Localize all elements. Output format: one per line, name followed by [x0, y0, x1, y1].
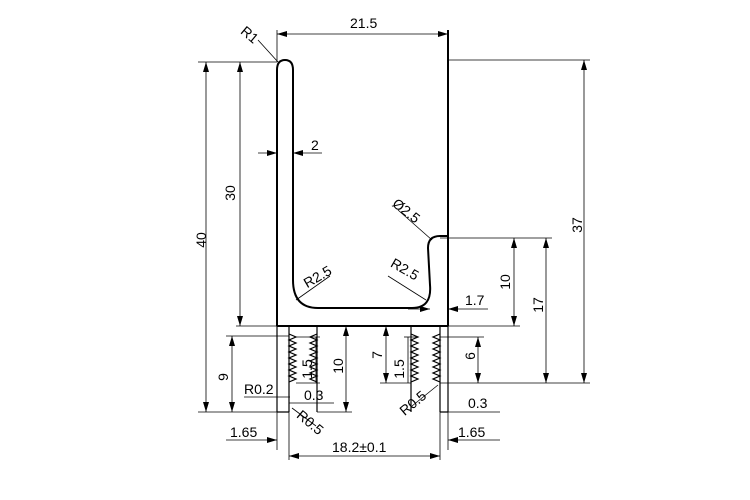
dim-r0-2: R0.2	[244, 381, 290, 398]
label-height-30: 30	[222, 185, 238, 201]
dim-height-10-right: 10	[440, 237, 520, 327]
dim-1-7: 1.7	[408, 292, 488, 312]
label-height-10-right: 10	[497, 274, 513, 290]
dim-width-top: 21.5	[276, 15, 448, 62]
label-width-top: 21.5	[350, 15, 377, 31]
profile-outline	[276, 30, 449, 327]
dim-height-6: 6	[440, 336, 484, 383]
dim-1-65-right: 1.65	[447, 412, 500, 450]
dim-r0-5-left: R0.5	[291, 407, 327, 438]
label-height-9: 9	[215, 373, 231, 381]
dim-r2-5-right: R2.5	[387, 255, 427, 301]
label-1-5-right: 1.5	[391, 359, 407, 379]
label-height-10-low: 10	[330, 358, 346, 374]
label-r0-2: R0.2	[244, 381, 274, 397]
dim-1-65-left: 1.65	[226, 412, 290, 460]
dim-height-30: 30	[222, 62, 277, 327]
dim-18-2: 18.2±0.1	[289, 412, 441, 460]
dim-1-5-right: 1.5	[391, 336, 418, 383]
label-1-65-right: 1.65	[458, 424, 485, 440]
dim-height-7: 7	[369, 325, 411, 384]
dim-0-3-left: 0.3	[289, 387, 334, 404]
label-r2-5-left: R2.5	[301, 262, 335, 291]
label-height-37: 37	[569, 217, 585, 233]
label-r1: R1	[238, 23, 262, 47]
label-r0-5-left: R0.5	[294, 407, 327, 438]
dim-0-3-right: 0.3	[440, 395, 500, 413]
dim-r2-5-left: R2.5	[295, 262, 335, 301]
label-r0-5-right: R0.5	[396, 387, 429, 418]
label-height-7: 7	[369, 351, 385, 359]
label-phi-2-5: Ø2.5	[389, 195, 423, 226]
dim-height-37: 37	[440, 59, 590, 384]
label-1-7: 1.7	[465, 292, 485, 308]
dim-wall-2: 2	[258, 137, 322, 156]
dim-1-5-left: 1.5	[296, 336, 320, 384]
label-1-5-left: 1.5	[299, 359, 315, 379]
bottom-slots	[276, 326, 449, 413]
label-0-3-right: 0.3	[468, 395, 488, 411]
label-wall-2: 2	[311, 137, 319, 153]
dim-height-17: 17	[520, 237, 552, 383]
label-18-2: 18.2±0.1	[332, 439, 387, 455]
dim-height-9: 9	[215, 335, 289, 412]
dim-phi-2-5: Ø2.5	[389, 195, 433, 241]
label-height-6: 6	[462, 352, 478, 360]
label-0-3-left: 0.3	[304, 387, 324, 403]
label-1-65-left: 1.65	[230, 424, 257, 440]
dim-height-40: 40	[193, 61, 277, 413]
label-height-40: 40	[193, 232, 209, 248]
dim-height-10-low: 10	[317, 325, 352, 413]
label-height-17: 17	[530, 297, 546, 313]
dim-r1: R1	[238, 23, 279, 63]
dim-r0-5-right: R0.5	[396, 384, 439, 419]
